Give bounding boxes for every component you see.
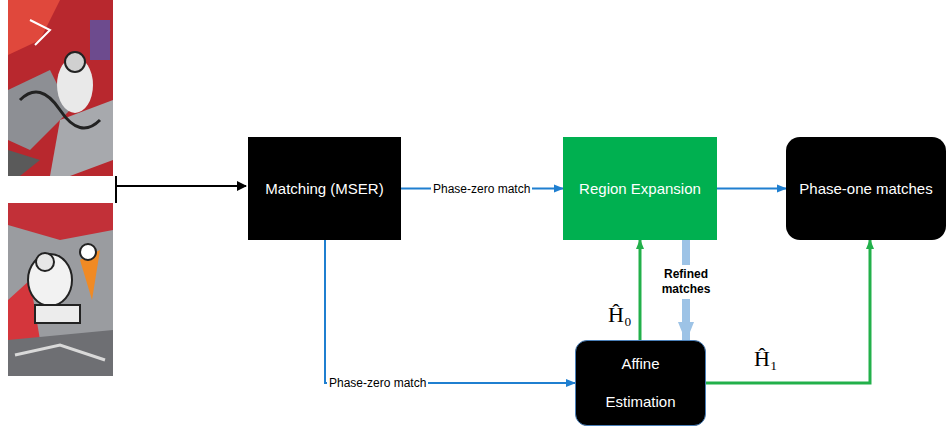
connector xyxy=(706,240,870,383)
edge-label: Ĥ₀ xyxy=(606,302,634,328)
output-box: Phase-one matches xyxy=(786,137,946,240)
node-text: Phase-one matches xyxy=(799,180,932,197)
edge-label: Ĥ₁ xyxy=(752,346,780,372)
edge-label: Refined matches xyxy=(658,265,714,299)
node-text: Matching (MSER) xyxy=(265,180,383,197)
connector xyxy=(325,240,575,383)
process-box: Affine Estimation xyxy=(575,340,706,426)
process-box: Matching (MSER) xyxy=(248,137,401,240)
input-arrow xyxy=(116,176,246,203)
connector xyxy=(639,240,642,340)
process-box: Region Expansion xyxy=(563,137,717,240)
edge-label: Phase-zero match xyxy=(327,376,428,390)
node-text: Region Expansion xyxy=(579,180,701,197)
graffiti-photo-bottom xyxy=(8,203,113,376)
connector xyxy=(717,188,786,190)
edge-label: Phase-zero match xyxy=(431,182,532,196)
node-text: Affine Estimation xyxy=(596,345,686,421)
graffiti-photo-top xyxy=(8,0,113,176)
